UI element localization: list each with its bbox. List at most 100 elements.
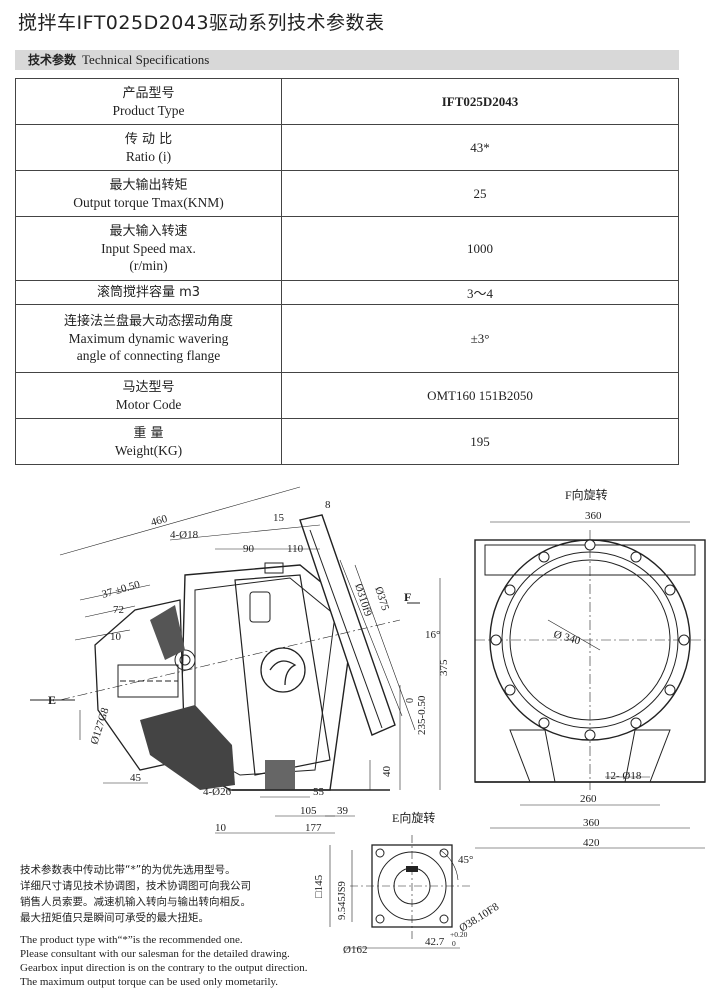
table-row: 连接法兰盘最大动态摆动角度 Maximum dynamic wavering a… bbox=[15, 304, 679, 373]
value-text: 43* bbox=[470, 139, 490, 155]
note-line: The product type with“*”is the recommend… bbox=[20, 934, 243, 946]
note-line: The maximum output torque can be used on… bbox=[20, 976, 279, 988]
label-en: Product Type bbox=[112, 102, 185, 118]
label-en: Maximum dynamic wavering bbox=[68, 331, 229, 346]
dim-420: 420 bbox=[583, 837, 600, 849]
spec-table: 产品型号 Product Type IFT025D2043 传 动 比 Rati… bbox=[15, 78, 679, 465]
table-row: 传 动 比 Ratio (i) 43* bbox=[15, 124, 679, 171]
section-title-zh: 技术参数 bbox=[28, 53, 77, 67]
dim-235: 235-0.50 bbox=[416, 695, 428, 735]
row-label: 马达型号 Motor Code bbox=[15, 372, 282, 419]
dim-177: 177 bbox=[305, 822, 322, 834]
table-row: 最大输出转矩 Output torque Tmax(KNM) 25 bbox=[15, 170, 679, 217]
dim-4-d18: 4-Ø18 bbox=[170, 529, 199, 541]
label-zh: 滚筒搅拌容量 m3 bbox=[96, 285, 201, 300]
dim-sq145: □145 bbox=[313, 874, 325, 898]
dim-45: 45 bbox=[130, 772, 142, 784]
table-row: 产品型号 Product Type IFT025D2043 bbox=[15, 78, 679, 125]
row-value: 195 bbox=[281, 418, 679, 465]
value-text: ±3° bbox=[470, 330, 490, 346]
label-en: (r/min) bbox=[129, 258, 168, 273]
label-en: Weight(KG) bbox=[114, 442, 183, 458]
dim-10b: 10 bbox=[215, 822, 227, 834]
note-line: 销售人员索要。减速机输入转向与输出转向相反。 bbox=[20, 896, 251, 908]
row-value: ±3° bbox=[281, 304, 679, 373]
row-value: 43* bbox=[281, 124, 679, 171]
page-title: 搅拌车IFT025D2043驱动系列技术参数表 bbox=[18, 12, 385, 34]
row-value: 25 bbox=[281, 170, 679, 217]
notes-en: The product type with“*”is the recommend… bbox=[20, 933, 307, 989]
row-label: 最大输入转速 Input Speed max. (r/min) bbox=[15, 216, 282, 281]
dim-40: 40 bbox=[381, 766, 393, 778]
row-label: 最大输出转矩 Output torque Tmax(KNM) bbox=[15, 170, 282, 217]
dim-110: 110 bbox=[287, 543, 304, 555]
table-row: 滚筒搅拌容量 m3 3～4 bbox=[15, 280, 679, 305]
row-value: 1000 bbox=[281, 216, 679, 281]
value-text: IFT025D2043 bbox=[441, 93, 519, 109]
dim-360-top: 360 bbox=[585, 510, 602, 522]
dim-15: 15 bbox=[273, 512, 285, 524]
value-text: 1000 bbox=[467, 240, 493, 256]
value-text: 3～4 bbox=[466, 286, 493, 301]
dim-tol-upper: +0.20 bbox=[450, 930, 468, 939]
dim-12-d18: 12- Ø18 bbox=[605, 770, 642, 782]
dim-360-bottom: 360 bbox=[583, 817, 600, 829]
note-line: 最大扭矩值只是瞬间可承受的最大扭矩。 bbox=[20, 912, 209, 924]
dim-45deg: 45° bbox=[458, 854, 473, 866]
dim-d340: Ø 340 bbox=[552, 628, 582, 647]
note-line: Gearbox input direction is on the contra… bbox=[20, 962, 308, 974]
technical-drawing: 460 8 15 4-Ø18 90 110 37 ±0.50 72 10 Ø31… bbox=[30, 486, 706, 956]
label-zh: 重 量 bbox=[133, 425, 164, 441]
label-zh: 传 动 比 bbox=[124, 131, 173, 147]
note-line: Please consultant with our salesman for … bbox=[20, 948, 290, 960]
dim-tol-lower: 0 bbox=[452, 939, 456, 948]
note-line: 技术参数表中传动比带“*”的为优先选用型号。 bbox=[20, 864, 236, 876]
dim-37: 37 ±0.50 bbox=[101, 578, 142, 600]
notes-zh: 技术参数表中传动比带“*”的为优先选用型号。 详细尺寸请见技术协调图，技术协调图… bbox=[20, 862, 251, 926]
dim-9545js9: 9.545JS9 bbox=[337, 881, 348, 920]
e-view-title: E向旋转 bbox=[392, 810, 435, 825]
row-value: OMT160 151B2050 bbox=[281, 372, 679, 419]
section-header: 技术参数 Technical Specifications bbox=[15, 50, 679, 70]
label-zh: 最大输入转速 bbox=[109, 224, 188, 239]
dim-16deg: 16° bbox=[425, 629, 440, 641]
row-label: 重 量 Weight(KG) bbox=[15, 418, 282, 465]
dim-72: 72 bbox=[113, 604, 124, 616]
view-label-f: F bbox=[404, 590, 411, 604]
dim-d127g8: Ø127G8 bbox=[88, 706, 111, 746]
label-zh: 连接法兰盘最大动态摆动角度 bbox=[63, 314, 233, 329]
row-label: 产品型号 Product Type bbox=[15, 78, 282, 125]
dim-0: 0 bbox=[405, 698, 416, 703]
label-zh: 马达型号 bbox=[122, 379, 175, 395]
dim-d375: Ø375 bbox=[372, 585, 391, 612]
row-label: 传 动 比 Ratio (i) bbox=[15, 124, 282, 171]
label-zh: 产品型号 bbox=[122, 85, 175, 101]
label-zh: 最大输出转矩 bbox=[109, 177, 188, 193]
label-en: Ratio (i) bbox=[125, 148, 172, 164]
table-row: 马达型号 Motor Code OMT160 151B2050 bbox=[15, 372, 679, 419]
table-row: 最大输入转速 Input Speed max. (r/min) 1000 bbox=[15, 216, 679, 281]
e-view: E向旋转 45° □145 9.545JS9 Ø38.10F8 42.7 +0.… bbox=[313, 810, 502, 956]
value-text: 25 bbox=[473, 185, 487, 201]
row-label: 滚筒搅拌容量 m3 bbox=[15, 280, 282, 305]
label-en: Input Speed max. bbox=[101, 241, 196, 256]
note-line: 详细尺寸请见技术协调图，技术协调图可向我公司 bbox=[20, 880, 251, 892]
table-row: 重 量 Weight(KG) 195 bbox=[15, 418, 679, 465]
label-en: Output torque Tmax(KNM) bbox=[73, 194, 224, 210]
dim-10: 10 bbox=[110, 631, 122, 643]
dim-8: 8 bbox=[325, 499, 331, 511]
dim-105: 105 bbox=[300, 805, 317, 817]
section-title-en: Technical Specifications bbox=[82, 52, 210, 67]
value-text: OMT160 151B2050 bbox=[427, 387, 533, 403]
label-en: angle of connecting flange bbox=[76, 348, 221, 363]
dim-260: 260 bbox=[580, 793, 597, 805]
dim-90: 90 bbox=[243, 543, 255, 555]
dim-d162: Ø162 bbox=[343, 944, 367, 956]
dim-375: 375 bbox=[438, 659, 450, 676]
dim-42-7: 42.7 bbox=[425, 936, 445, 948]
value-text: 195 bbox=[470, 433, 490, 449]
front-view: F向旋转 360 Ø 340 12- Ø18 260 360 420 bbox=[474, 487, 706, 849]
label-en: Motor Code bbox=[115, 396, 182, 412]
dim-4-d26: 4-Ø26 bbox=[203, 786, 232, 798]
f-view-title: F向旋转 bbox=[565, 487, 608, 502]
